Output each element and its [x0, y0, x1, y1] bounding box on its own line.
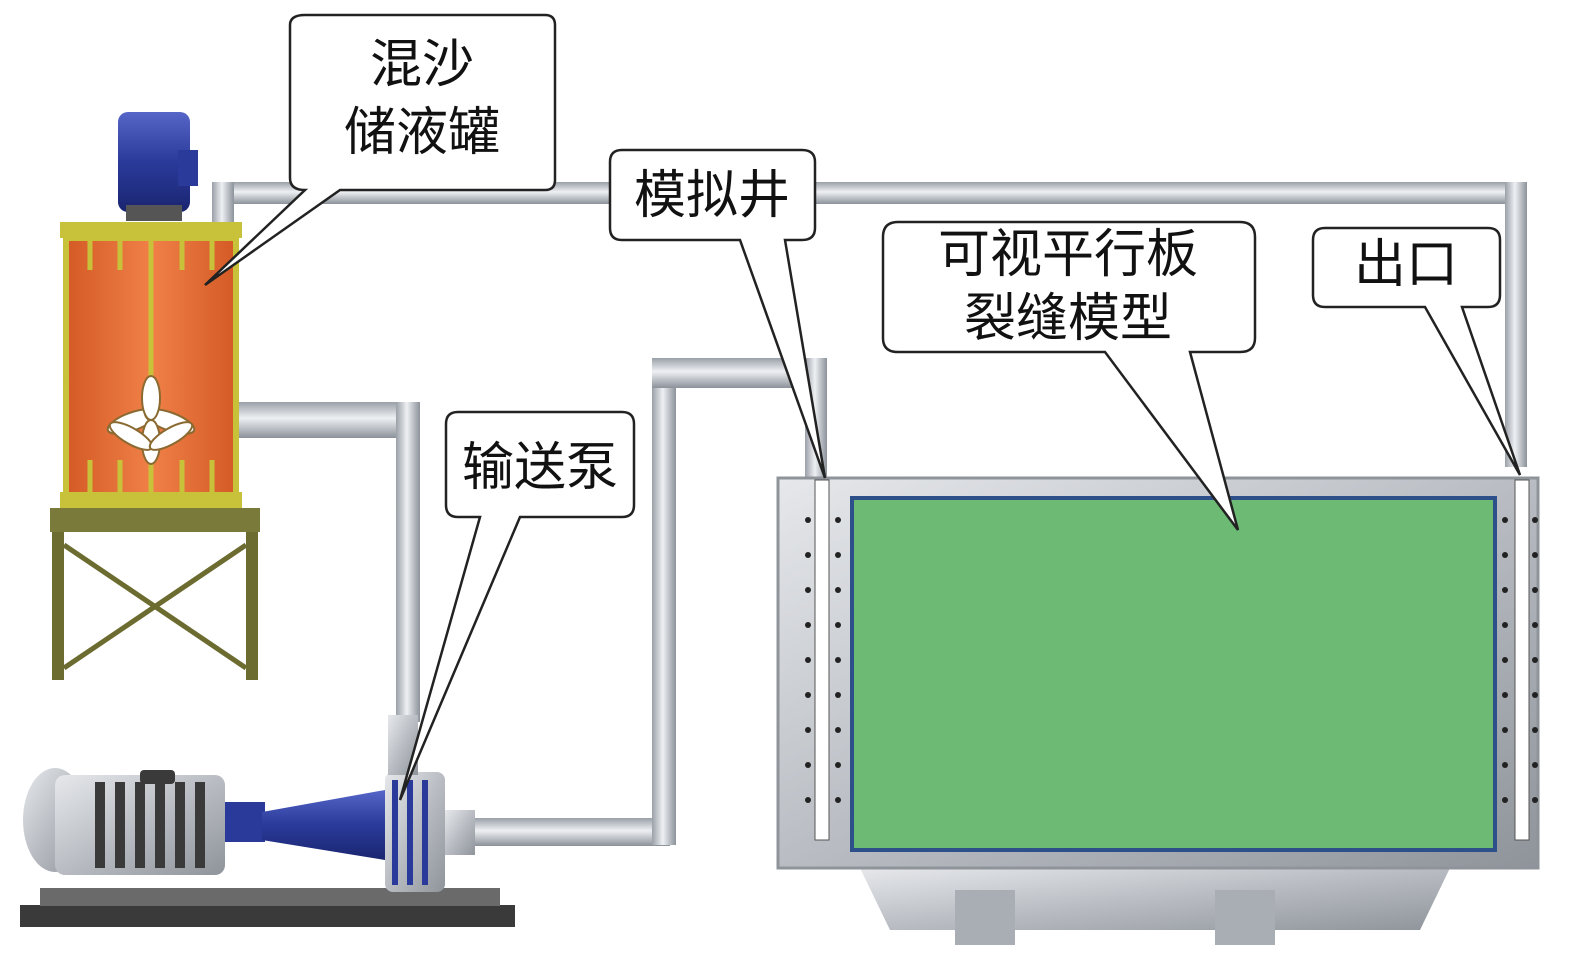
callouts [204, 13, 1522, 801]
piping [212, 182, 1527, 846]
pump-volute [385, 772, 445, 892]
fracture-model-callout [881, 220, 1257, 531]
outlet-callout [1311, 226, 1522, 476]
simulated-well-tube [814, 479, 830, 841]
outlet-label: 出口 [1354, 235, 1458, 295]
fracture-model-label-line1: 可视平行板 [938, 225, 1198, 285]
outlet-tube [1514, 479, 1530, 841]
mixing-tank-label-line2: 储液罐 [344, 103, 500, 163]
tank-stand-leg [246, 532, 258, 680]
simulated-well-label: 模拟井 [634, 166, 790, 226]
tank-stand-top [50, 508, 260, 532]
tank-stand-leg [52, 532, 64, 680]
pump-base-rail [20, 905, 515, 927]
tank-outlet-pipe [230, 402, 420, 438]
pump-outlet [445, 810, 475, 855]
simulated-well-callout [608, 148, 827, 479]
return-pipe-outlet-riser [1505, 182, 1527, 467]
impeller-icon [106, 375, 196, 465]
discharge-riser-pipe [652, 375, 676, 845]
mixing-tank-label-line1: 混沙 [370, 35, 474, 95]
transfer-pump [20, 715, 515, 927]
pump-discharge-pipe [470, 818, 670, 846]
agitator-motor [118, 112, 190, 212]
fracture-model [776, 476, 1540, 945]
agitator-motor-box [178, 150, 198, 186]
mixing-tank-callout [204, 13, 557, 287]
labels: 混沙 储液罐 模拟井 可视平行板 裂缝模型 出口 输送泵 [344, 35, 1458, 498]
pump-cone [262, 790, 385, 860]
pump-callout [398, 410, 636, 801]
model-base [860, 868, 1450, 930]
pump-suction-pipe [396, 402, 420, 722]
fracture-panel [850, 496, 1497, 852]
agitator-coupling [126, 205, 182, 221]
fracture-model-label-line2: 裂缝模型 [964, 289, 1172, 349]
pump-label: 输送泵 [462, 438, 618, 498]
pump-base [40, 888, 500, 906]
tank-bottom-rim [60, 492, 242, 508]
